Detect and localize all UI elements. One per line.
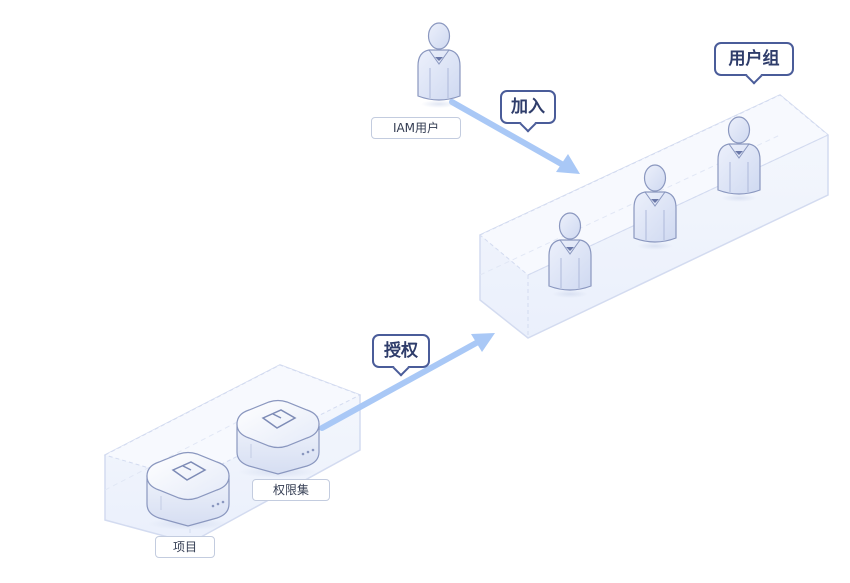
project-box-icon [146,451,230,530]
authorize-arrow [319,333,495,431]
project-label: 项目 [155,536,215,558]
user-group-callout: 用户组 [714,42,794,76]
join-callout: 加入 [500,90,556,124]
permission-set-label: 权限集 [252,479,330,501]
join-arrow [449,99,580,174]
iam-user-person-icon [417,22,461,108]
permission-set-box-icon [236,399,320,478]
permission-platform [103,364,362,544]
iam-user-label: IAM用户 [371,117,461,139]
authorize-callout: 授权 [372,334,430,368]
